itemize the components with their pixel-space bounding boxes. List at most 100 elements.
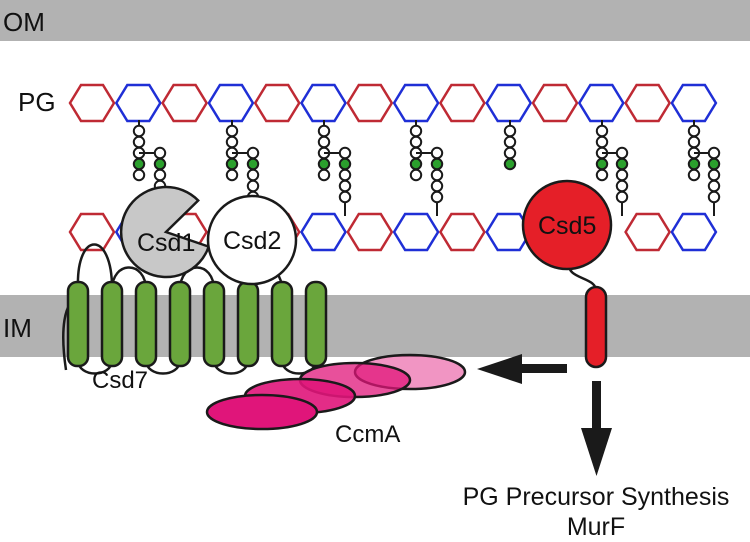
peptide-residue <box>707 179 721 193</box>
csd7-helix <box>100 280 124 368</box>
glycan-hexagon <box>300 83 347 123</box>
glycan-hexagon <box>346 212 394 252</box>
peptide-residue <box>615 179 629 193</box>
peptide-residue <box>338 190 352 204</box>
csd7-transmembrane-protein <box>62 243 328 375</box>
peptide-residue <box>338 168 352 182</box>
glycan-hexagon <box>485 83 533 123</box>
peptide-residue <box>246 157 260 171</box>
peptide-residue <box>595 124 609 138</box>
peptide-residue <box>615 168 629 182</box>
glycan-hexagon <box>392 212 440 252</box>
arrow-shaft <box>517 364 567 373</box>
peptide-residue <box>317 157 331 171</box>
peptide-residue <box>225 135 239 149</box>
csd7-helix <box>202 280 226 368</box>
csd7-helix <box>168 280 192 368</box>
outer-membrane-label: OM <box>3 7 45 37</box>
peptide-residue <box>246 146 260 160</box>
peptide-residue <box>246 168 260 182</box>
glycan-hexagon <box>531 83 579 123</box>
glycan-hexagon <box>624 83 672 123</box>
inner-membrane-label: IM <box>3 313 32 343</box>
csd2-protein: Csd2 <box>206 194 298 286</box>
peptide-residue <box>687 135 701 149</box>
peptide-residue <box>430 168 444 182</box>
csd7-helix <box>270 280 294 368</box>
peptide-residue <box>225 124 239 138</box>
glycan-hexagon <box>624 212 672 252</box>
peptide-residue <box>153 146 167 160</box>
peptide-residue <box>615 146 629 160</box>
csd7-helix <box>304 280 328 368</box>
peptide-residue <box>317 168 331 182</box>
peptide-residue <box>317 135 331 149</box>
ccma-filaments <box>205 353 467 431</box>
peptide-residue <box>225 157 239 171</box>
glycan-strand-top <box>68 83 718 123</box>
peptide-residue <box>687 124 701 138</box>
glycan-hexagon <box>68 83 116 123</box>
csd7-helix <box>66 280 90 368</box>
peptide-residue <box>707 190 721 204</box>
glycan-hexagon <box>392 83 440 123</box>
glycan-hexagon <box>670 212 718 252</box>
peptidoglycan-label: PG <box>18 87 56 117</box>
glycan-hexagon <box>161 83 209 123</box>
peptide-residue <box>430 146 444 160</box>
csd2-label: Csd2 <box>223 227 281 255</box>
glycan-hexagon <box>253 83 301 123</box>
peptide-residue <box>430 179 444 193</box>
peptide-residue <box>707 146 721 160</box>
peptide-residue <box>430 190 444 204</box>
csd2-shape <box>206 194 298 286</box>
peptide-residue <box>503 124 517 138</box>
peptide-residue <box>225 168 239 182</box>
arrow-to-ccma <box>477 354 567 384</box>
peptide-residue <box>503 157 517 171</box>
peptide-residue <box>132 168 146 182</box>
inner-membrane-band <box>0 295 750 357</box>
csd1-label: Csd1 <box>137 229 195 257</box>
peptide-residue <box>503 146 517 160</box>
peptide-residue <box>615 190 629 204</box>
csd1-protein: Csd1 <box>119 185 211 279</box>
peptide-residue <box>595 157 609 171</box>
csd7-helix <box>236 280 260 368</box>
peptide-residue <box>153 168 167 182</box>
glycan-hexagon <box>438 83 486 123</box>
arrow-head <box>581 428 612 476</box>
peptide-residue <box>687 157 701 171</box>
peptide-residue <box>132 135 146 149</box>
glycan-hexagon <box>346 83 394 123</box>
peptide-residue <box>409 135 423 149</box>
peptide-residue <box>246 179 260 193</box>
peptide-residue <box>338 157 352 171</box>
peptide-residue <box>409 168 423 182</box>
peptide-residue <box>430 157 444 171</box>
peptide-residue <box>132 157 146 171</box>
csd5-transmembrane-helix <box>584 285 608 369</box>
arrow-to-pg-synthesis <box>581 381 612 476</box>
glycan-hexagon <box>114 83 162 123</box>
csd1-shape <box>119 185 211 279</box>
peptide-residue <box>338 146 352 160</box>
peptide-residue <box>595 135 609 149</box>
glycan-hexagon <box>577 83 625 123</box>
pathway-label-line1: PG Precursor Synthesis <box>463 483 730 511</box>
glycan-hexagon <box>438 212 486 252</box>
csd5-label: Csd5 <box>538 212 596 240</box>
peptide-residue <box>409 157 423 171</box>
outer-membrane-band <box>0 0 750 41</box>
peptide-residue <box>338 179 352 193</box>
csd7-label: Csd7 <box>92 367 148 394</box>
pathway-label-line2: MurF <box>567 513 625 541</box>
peptide-residue <box>503 135 517 149</box>
ccma-ellipse <box>205 393 319 431</box>
peptide-residue <box>707 168 721 182</box>
peptide-residue <box>707 157 721 171</box>
peptide-residue <box>153 157 167 171</box>
peptide-residue <box>409 124 423 138</box>
peptide-residue <box>317 124 331 138</box>
glycan-hexagon <box>68 212 116 252</box>
